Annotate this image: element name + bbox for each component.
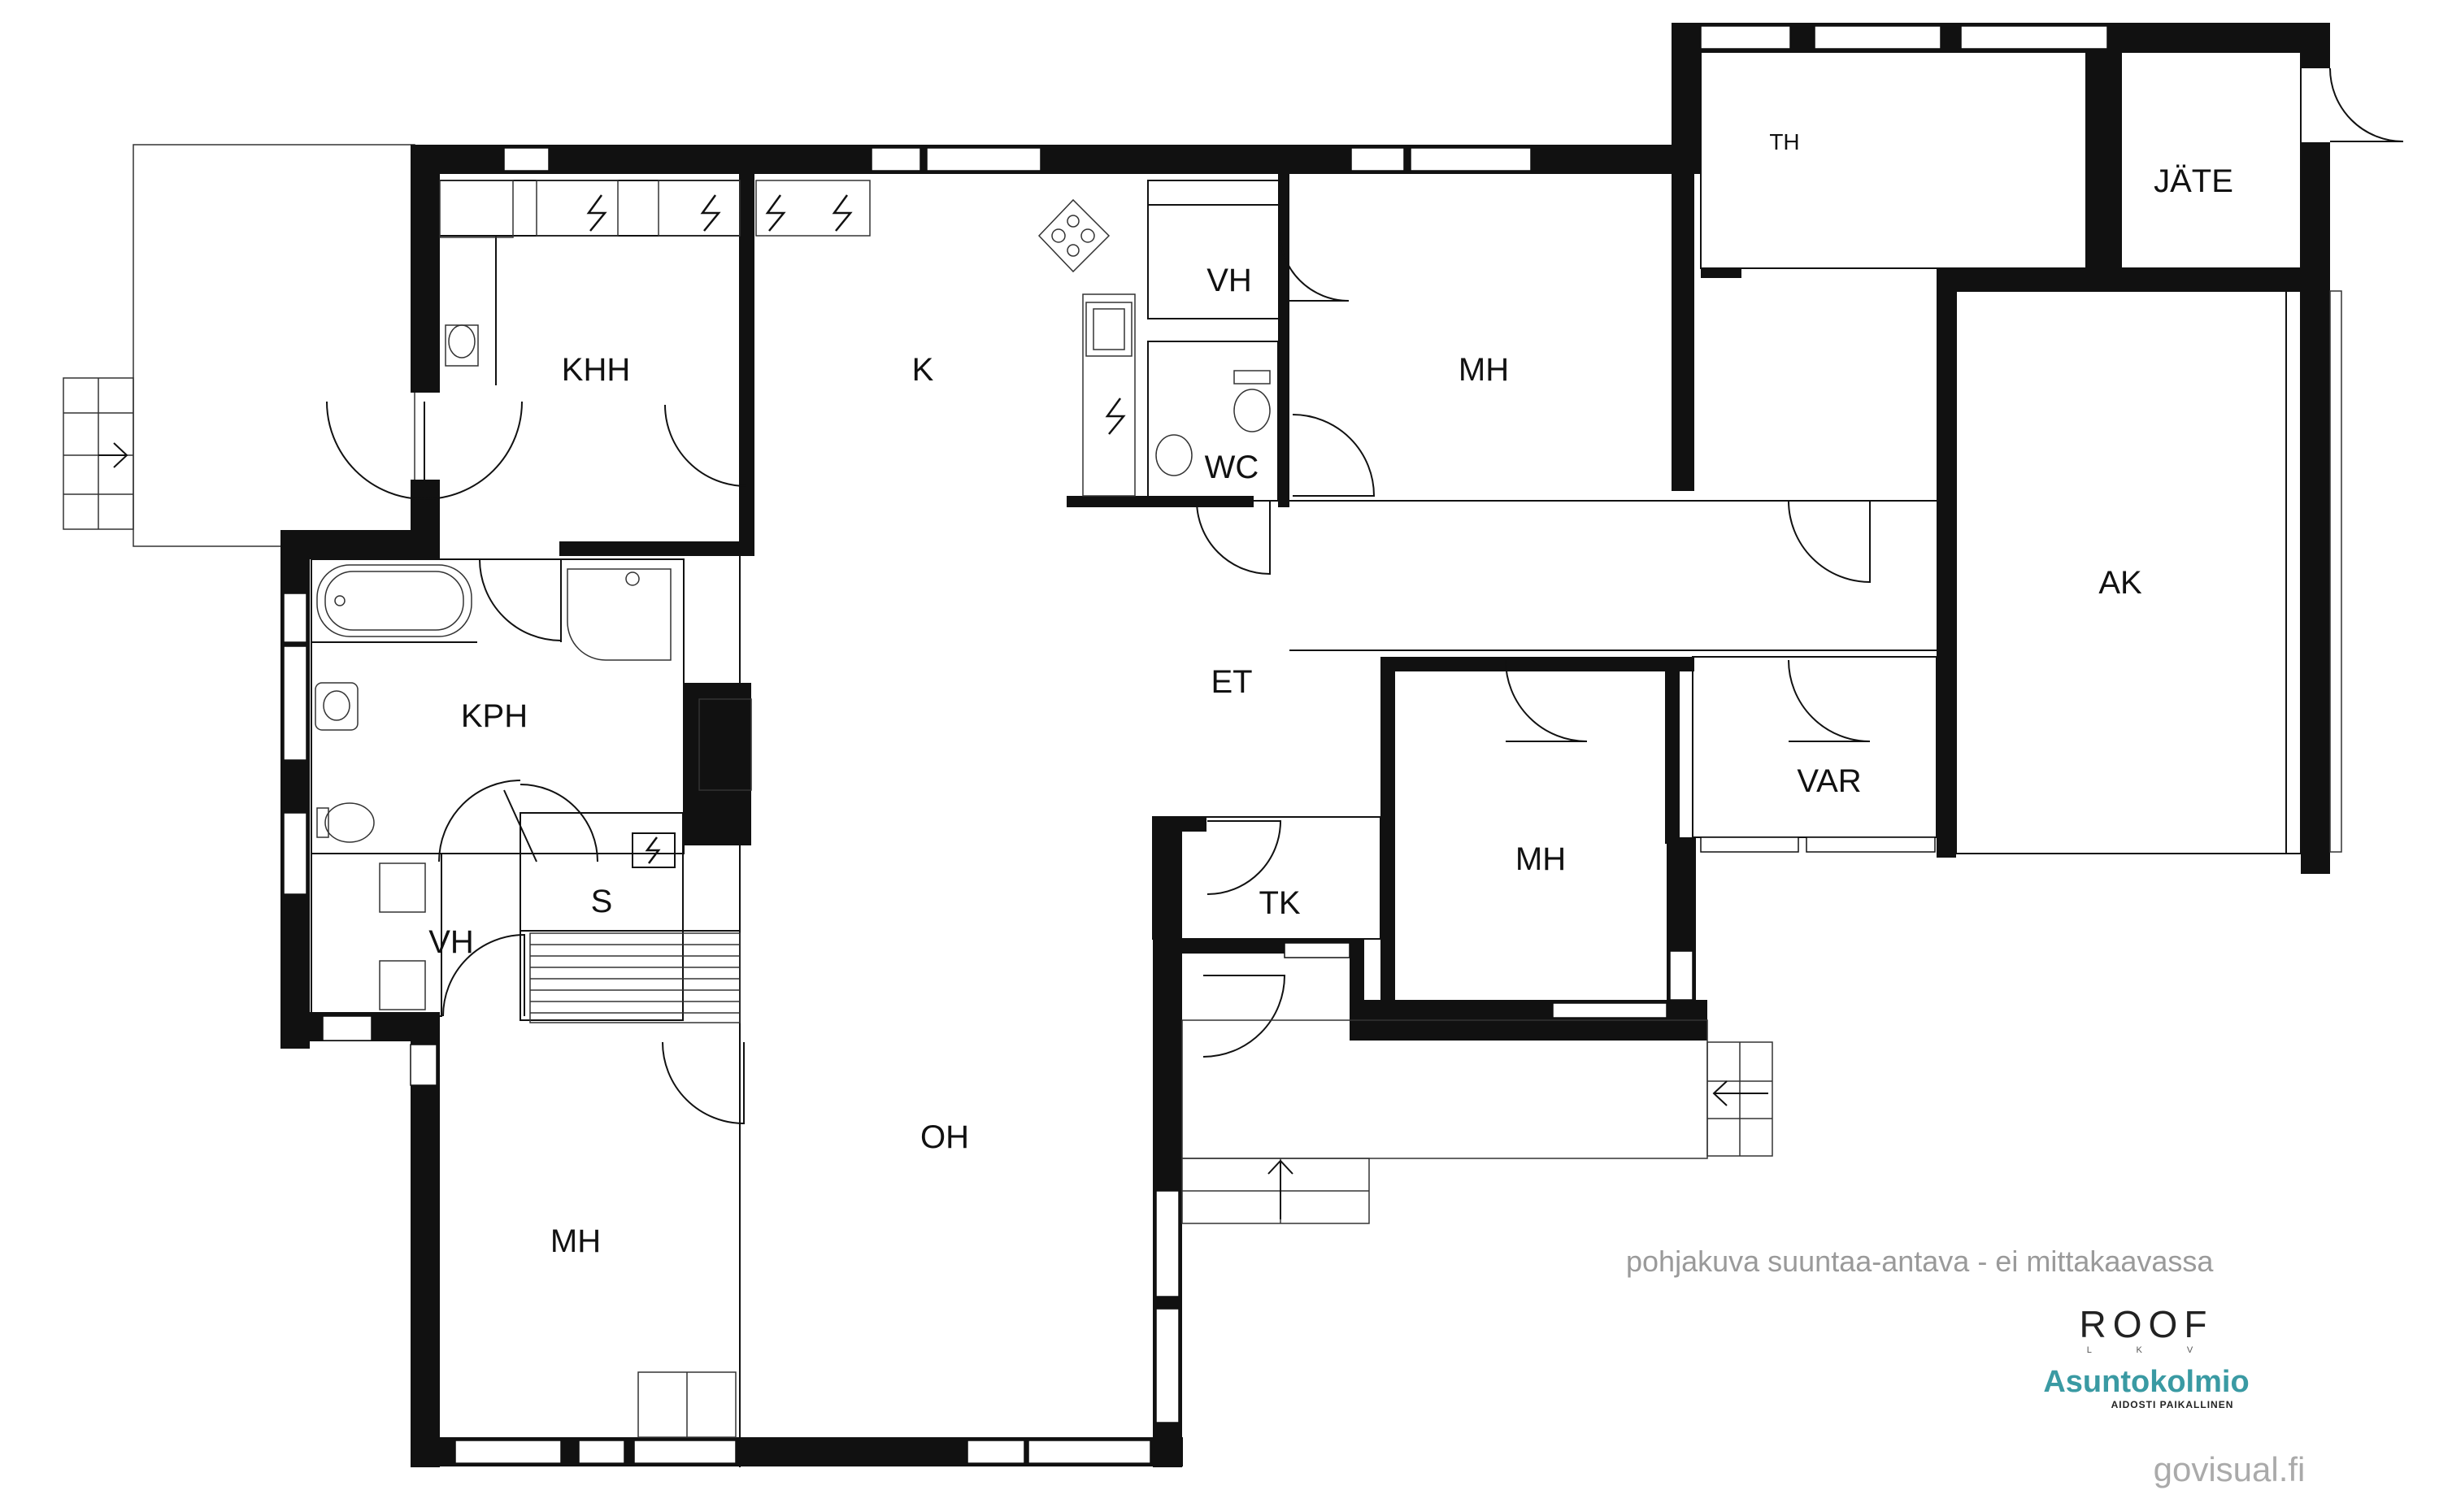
room-label-s: S: [591, 884, 613, 919]
brand-asuntokolmio-logo: Asuntokolmio: [2043, 1365, 2249, 1399]
room-label-vh-bottom: VH: [428, 924, 474, 960]
doors: [326, 67, 2404, 1125]
stove-icon: [1037, 198, 1111, 273]
left-steps: [63, 377, 134, 530]
room-label-oh: OH: [920, 1119, 969, 1155]
room-label-mh-top: MH: [1459, 352, 1509, 388]
left-terrace: [133, 144, 415, 547]
room-label-th: TH: [1769, 129, 1799, 154]
disclaimer-caption: pohjakuva suuntaa-antava - ei mittakaava…: [1626, 1245, 2214, 1278]
room-label-kph: KPH: [461, 698, 528, 734]
room-label-mh-bottom: MH: [550, 1223, 601, 1259]
room-label-jate: JÄTE: [2154, 163, 2233, 199]
room-label-mh-middle: MH: [1515, 841, 1566, 877]
brand-roof-lkv: L K V: [2087, 1345, 2215, 1355]
brand-roof-logo: ROOF: [2080, 1303, 2214, 1345]
room-label-ak: AK: [2098, 565, 2142, 601]
sauna-bench: [529, 932, 741, 1023]
interior-walls: [311, 51, 2302, 1467]
windows: [283, 25, 2108, 1464]
brand-govisual: govisual.fi: [2154, 1450, 2306, 1488]
electric-symbol-icons: [586, 194, 1126, 868]
room-label-vh-top: VH: [1206, 263, 1252, 298]
bath-fixtures: [315, 324, 1271, 1438]
room-label-wc: WC: [1205, 450, 1259, 485]
entry-arrow-left-icon: [98, 442, 128, 468]
kitchen-fixtures: [439, 180, 1136, 497]
room-label-var: VAR: [1797, 763, 1861, 799]
room-label-tk: TK: [1259, 885, 1300, 921]
room-label-khh: KHH: [562, 352, 630, 388]
entry-arrow-left-icon-right: [1712, 1080, 1768, 1106]
room-label-k: K: [912, 352, 934, 388]
entry-arrow-up-icon: [1267, 1159, 1293, 1219]
room-label-et: ET: [1211, 664, 1252, 700]
brand-asuntokolmio-tagline: AIDOSTI PAIKALLINEN: [2111, 1399, 2234, 1410]
entry-porch: [1181, 290, 2342, 1224]
